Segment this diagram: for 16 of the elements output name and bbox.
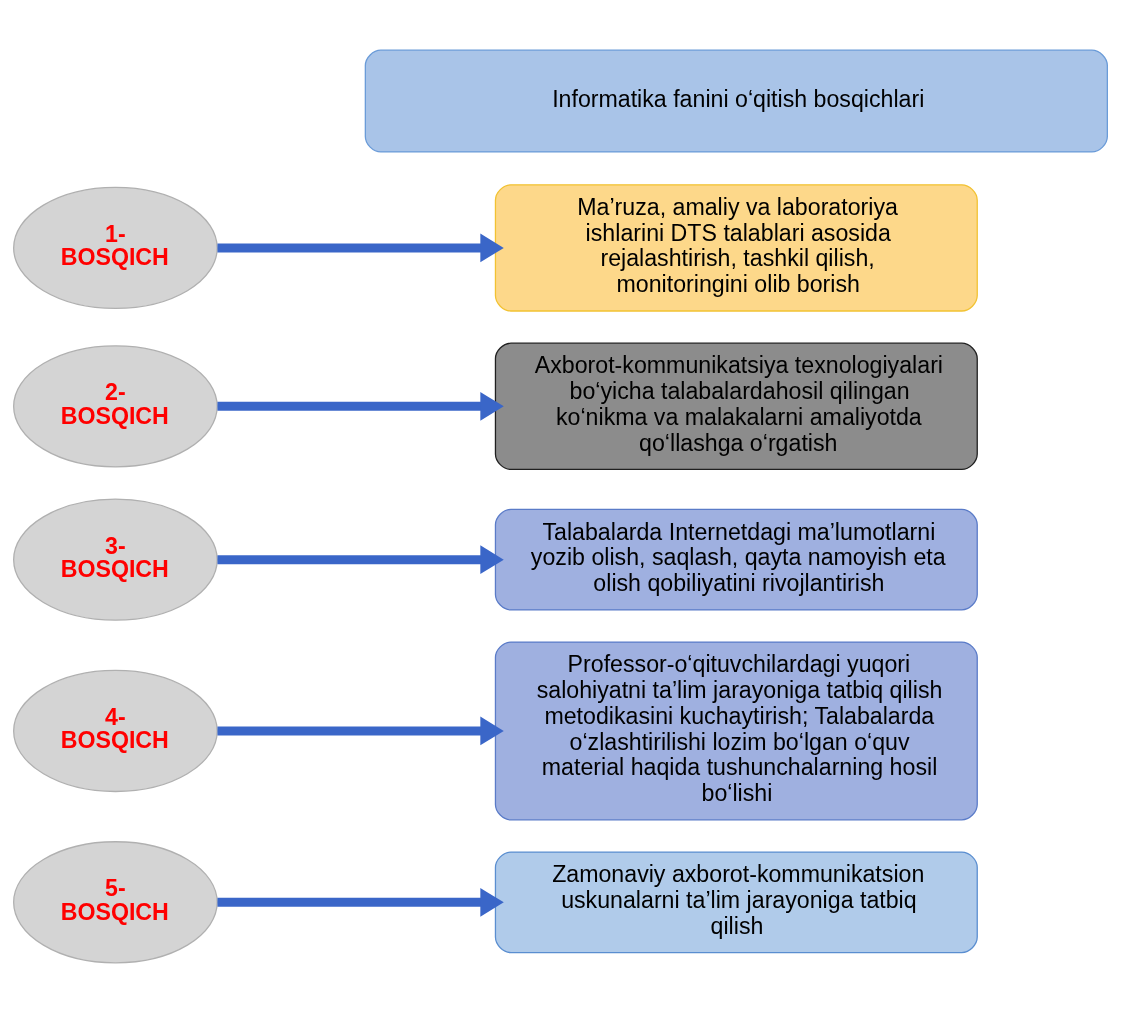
node-box: Zamonaviy axborot-kommunikatsion uskunalarni ta’lim jarayoniga tatbiq qilish [494, 851, 978, 954]
arrow [217, 233, 504, 263]
node-box: Axborot-kommunikatsiya texnologiyalari bo‘yicha talabalardahosil qilingan ko‘nikma va malakalarni amaliyotda qo‘llashga o‘rgatish [494, 342, 978, 471]
node-box: Ma’ruza, amaliy va laboratoriya ishlarini DTS talablari asosida rejalashtirish, tashkil qilish, monitoringini olib borish [494, 184, 978, 312]
node-box: Talabalarda Internetdagi ma’lumotlarni yozib olish, saqlash, qayta namoyish eta olish qobiliyatini rivojlantirish [494, 508, 978, 611]
arrow [217, 545, 504, 574]
node-ellipse: 2- BOSQICH [13, 345, 218, 468]
node-ellipse: 4- BOSQICH [13, 669, 218, 793]
arrow [217, 392, 504, 421]
arrow [217, 887, 504, 917]
node-box: Professor-o‘qituvchilardagi yuqori salohiyatni ta’lim jarayoniga tatbiq qilish metodikasini kuchaytirish; Talabalarda o‘zlashtirilishi lozim bo‘lgan o‘quv material haqida tushunchalarning hosil bo‘lishi [494, 641, 978, 821]
node-ellipse: 5- BOSQICH [13, 841, 218, 964]
node-ellipse: 3- BOSQICH [13, 498, 218, 621]
node-ellipse: 1- BOSQICH [13, 186, 218, 310]
node-box: Informatika fanini o‘qitish bosqichlari [364, 49, 1108, 153]
arrow [217, 716, 504, 746]
